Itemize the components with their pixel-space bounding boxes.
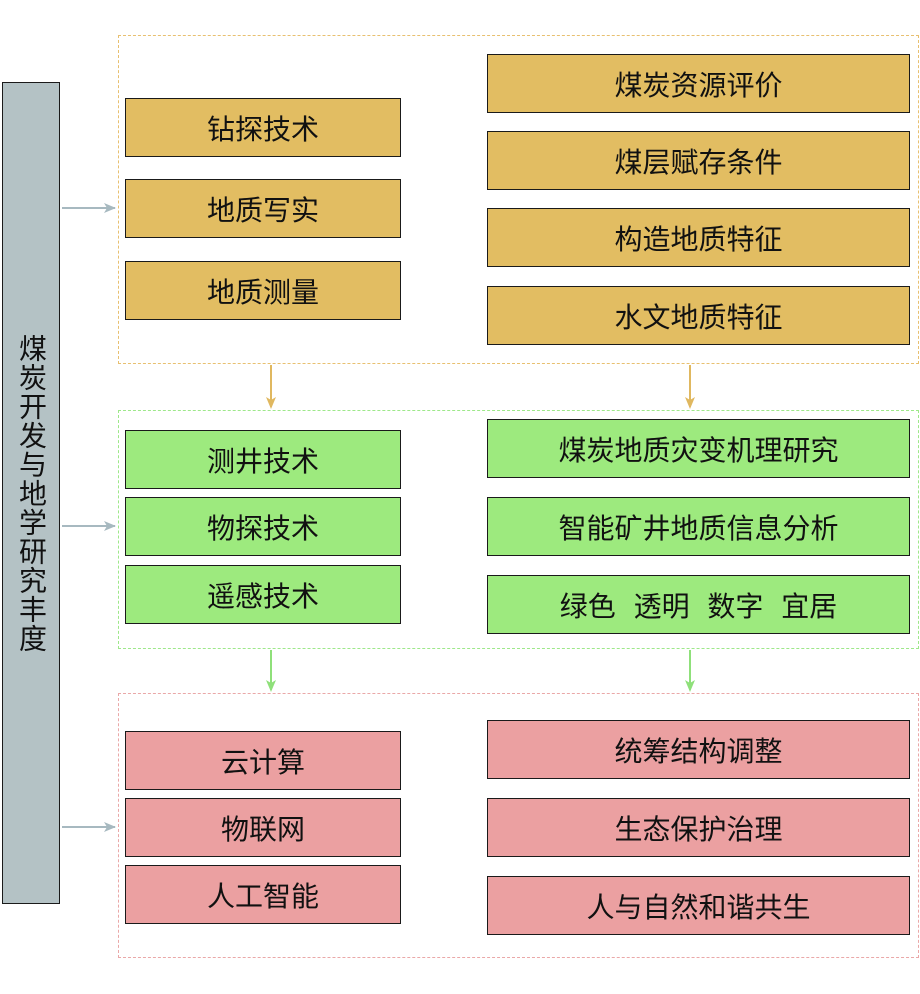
- down-arrow-head: [266, 680, 276, 692]
- tech-box: 地质写实: [125, 179, 401, 238]
- result-box: 煤炭资源评价: [487, 54, 910, 113]
- side-arrow-head: [104, 822, 116, 832]
- result-box: 生态保护治理: [487, 798, 910, 857]
- down-arrow-head: [685, 397, 695, 409]
- tech-box: 地质测量: [125, 261, 401, 320]
- tech-box: 遥感技术: [125, 565, 401, 624]
- tech-box: 测井技术: [125, 430, 401, 489]
- result-box: 构造地质特征: [487, 208, 910, 267]
- group-red: [118, 693, 919, 958]
- tech-box: 钻探技术: [125, 98, 401, 157]
- tech-box: 人工智能: [125, 865, 401, 924]
- result-box: 绿色 透明 数字 宜居: [487, 575, 910, 634]
- result-box: 智能矿井地质信息分析: [487, 497, 910, 556]
- tech-box: 云计算: [125, 731, 401, 790]
- side-arrow-head: [104, 203, 116, 213]
- tech-box: 物联网: [125, 798, 401, 857]
- sidebar-box: 煤炭开发与地学研究丰度: [2, 82, 60, 904]
- tech-box: 物探技术: [125, 497, 401, 556]
- result-box: 人与自然和谐共生: [487, 876, 910, 935]
- down-arrow-head: [266, 397, 276, 409]
- down-arrow-head: [685, 680, 695, 692]
- result-box: 煤层赋存条件: [487, 131, 910, 190]
- result-box: 水文地质特征: [487, 286, 910, 345]
- result-box: 煤炭地质灾变机理研究: [487, 419, 910, 478]
- result-box: 统筹结构调整: [487, 720, 910, 779]
- sidebar-label: 煤炭开发与地学研究丰度: [15, 333, 48, 653]
- group-yellow: [118, 35, 919, 364]
- group-green: [118, 410, 919, 649]
- side-arrow-head: [104, 521, 116, 531]
